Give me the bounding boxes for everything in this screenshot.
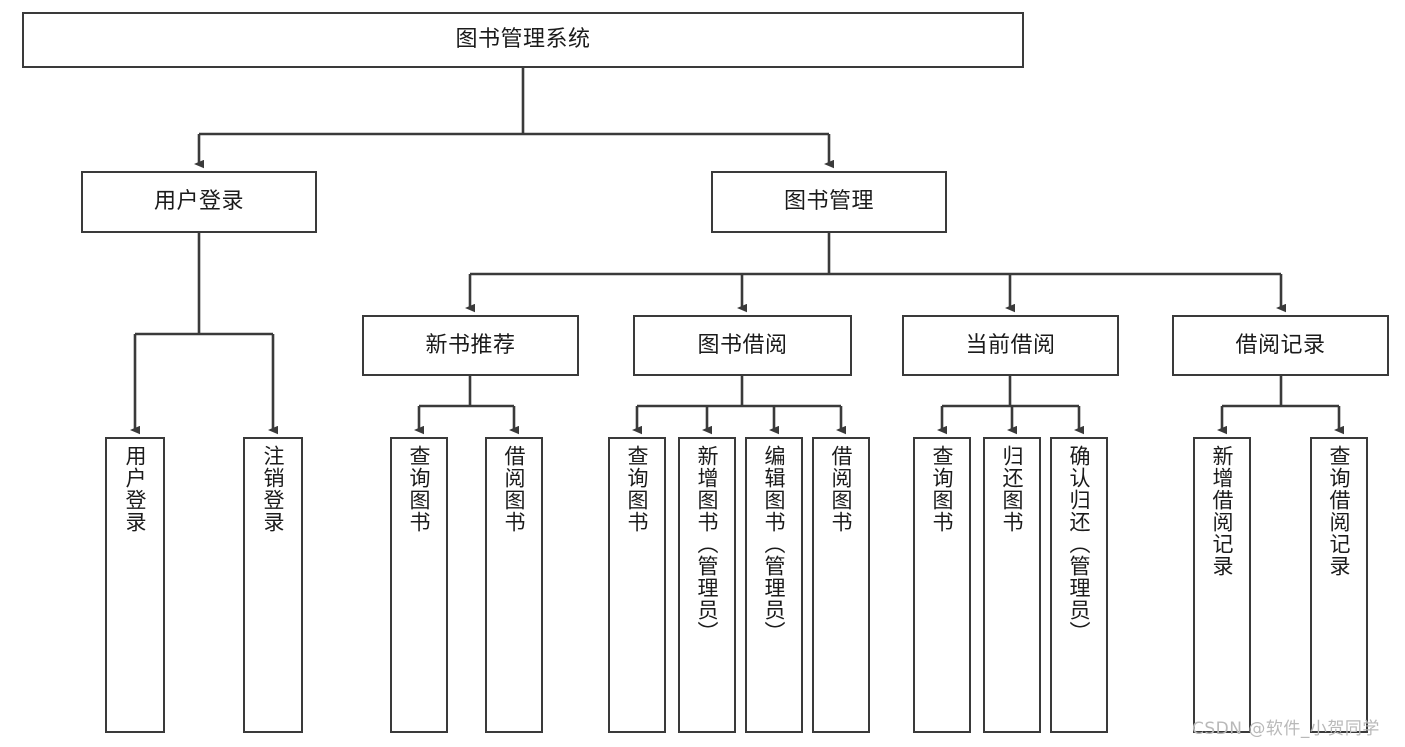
node-label: 借阅图书	[502, 445, 527, 533]
node-label: 确认归还（管理员）	[1067, 445, 1092, 643]
node-leaf-logout[interactable]: 注销登录	[243, 437, 303, 733]
node-label: 注销登录	[261, 445, 286, 533]
node-label: 图书借阅	[697, 332, 788, 358]
node-label: 当前借阅	[965, 332, 1056, 358]
node-label: 借阅图书	[829, 445, 854, 533]
node-label: 用户登录	[123, 445, 148, 533]
node-book-manage[interactable]: 图书管理	[711, 171, 947, 233]
node-leaf-borrow-book-2[interactable]: 借阅图书	[812, 437, 870, 733]
node-user-login[interactable]: 用户登录	[81, 171, 317, 233]
node-borrow-record[interactable]: 借阅记录	[1172, 315, 1389, 376]
node-label: 图书管理	[783, 189, 874, 215]
node-label: 新增借阅记录	[1210, 445, 1235, 577]
node-leaf-add-record[interactable]: 新增借阅记录	[1193, 437, 1251, 733]
node-root-system[interactable]: 图书管理系统	[22, 12, 1024, 68]
node-label: 查询图书	[625, 445, 650, 533]
node-new-book-rec[interactable]: 新书推荐	[362, 315, 579, 376]
node-leaf-query-book-1[interactable]: 查询图书	[390, 437, 448, 733]
node-label: 借阅记录	[1235, 332, 1326, 358]
node-label: 编辑图书（管理员）	[762, 445, 787, 643]
node-label: 新增图书（管理员）	[695, 445, 720, 643]
node-leaf-edit-book[interactable]: 编辑图书（管理员）	[745, 437, 803, 733]
node-leaf-return-book[interactable]: 归还图书	[983, 437, 1041, 733]
node-label: 查询图书	[407, 445, 432, 533]
node-leaf-query-book-2[interactable]: 查询图书	[608, 437, 666, 733]
node-leaf-query-book-3[interactable]: 查询图书	[913, 437, 971, 733]
node-leaf-confirm-return[interactable]: 确认归还（管理员）	[1050, 437, 1108, 733]
node-label: 用户登录	[153, 189, 244, 215]
csdn-watermark: CSDN @软件_小贺同学	[1192, 719, 1380, 739]
node-current-borrow[interactable]: 当前借阅	[902, 315, 1119, 376]
node-book-borrow[interactable]: 图书借阅	[633, 315, 852, 376]
node-leaf-user-login[interactable]: 用户登录	[105, 437, 165, 733]
node-label: 图书管理系统	[455, 27, 591, 53]
node-leaf-borrow-book-1[interactable]: 借阅图书	[485, 437, 543, 733]
node-label: 查询图书	[930, 445, 955, 533]
node-label: 查询借阅记录	[1327, 445, 1352, 577]
node-leaf-query-record[interactable]: 查询借阅记录	[1310, 437, 1368, 733]
node-leaf-add-book[interactable]: 新增图书（管理员）	[678, 437, 736, 733]
node-label: 归还图书	[1000, 445, 1025, 533]
node-label: 新书推荐	[425, 332, 516, 358]
